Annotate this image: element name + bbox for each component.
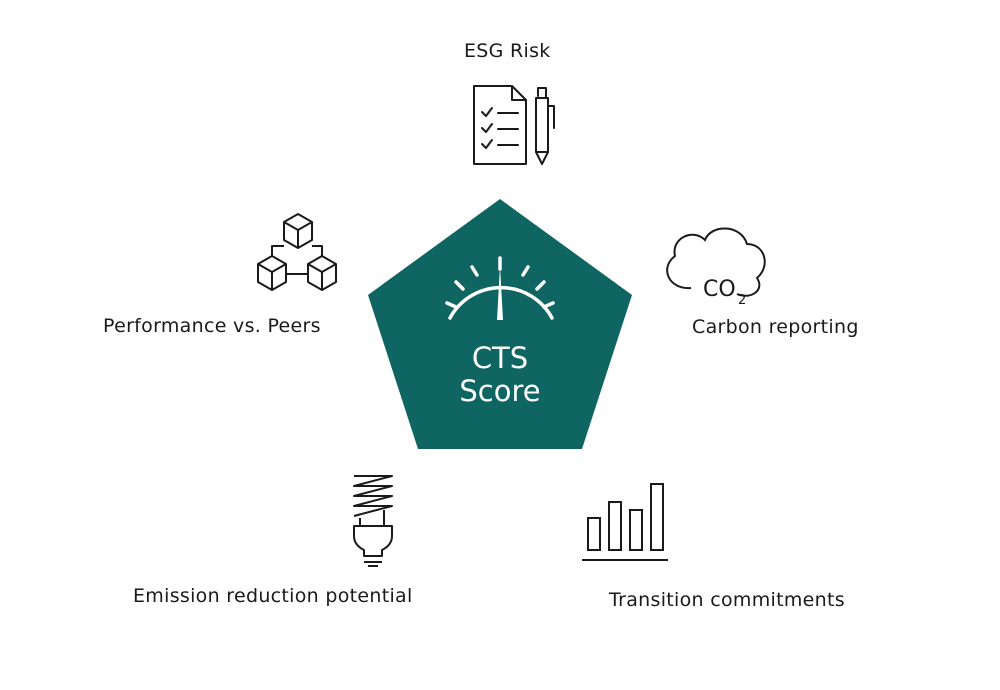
co2-text: CO [703,277,736,302]
factor-label-performance-vs-peers: Performance vs. Peers [103,315,321,337]
stacked-cubes-icon [254,212,340,294]
bar-chart-icon [582,482,668,562]
factor-label-transition-commitments: Transition commitments [609,589,845,611]
center-title-line1: CTS [471,341,529,375]
factor-label-carbon-reporting: Carbon reporting [692,316,859,338]
pentagon-shape [368,199,632,449]
co2-subscript: 2 [738,293,746,308]
energy-saving-bulb-icon [346,474,398,568]
factor-label-esg-risk: ESG Risk [464,40,551,62]
factor-label-emission-reduction: Emission reduction potential [133,585,413,607]
center-title-line2: Score [459,374,541,408]
speedometer-icon [445,256,555,320]
co2-cloud-icon: CO 2 [661,218,771,308]
checklist-document-pen-icon [470,84,560,168]
